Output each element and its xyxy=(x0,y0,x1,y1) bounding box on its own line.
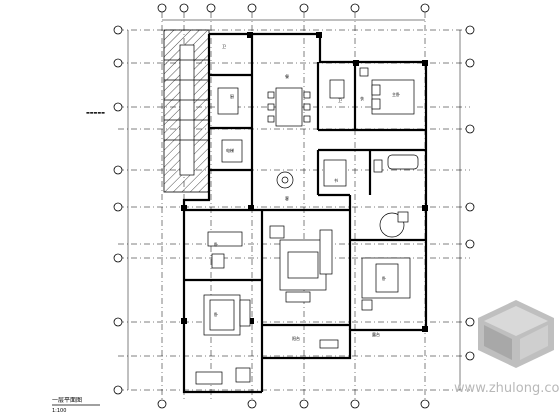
bedroom-bed xyxy=(361,257,411,311)
room-tag: 阳台 xyxy=(292,335,300,341)
room-tag: 衣 xyxy=(360,95,364,101)
room-tag: 书 xyxy=(334,177,338,183)
small-bedroom-bed xyxy=(203,294,251,336)
stair-core xyxy=(163,29,210,193)
room-tag: 电梯 xyxy=(226,147,234,153)
desk-unit xyxy=(207,231,243,269)
axis-bubbles-left xyxy=(113,25,123,395)
room-tag: 卧 xyxy=(382,275,386,281)
dining-table xyxy=(267,87,311,127)
living-sofa-set xyxy=(269,225,333,303)
kitchen-fixtures xyxy=(217,79,347,187)
room-tag: 厨 xyxy=(230,93,234,99)
room-tags: 卫 厨 餐 主卧 衣 卫 电梯 书 客 阳台 卧 卧 卧 露台 xyxy=(214,44,400,341)
round-table xyxy=(379,211,409,238)
room-tag: 餐 xyxy=(285,73,289,79)
drawing-scale: 1:100 xyxy=(52,408,66,414)
master-bed xyxy=(359,67,415,115)
exterior-walls xyxy=(181,32,428,394)
drawing-title: 一层平面图 xyxy=(52,397,82,404)
dimension-lines xyxy=(127,19,461,390)
room-tag: 卫 xyxy=(338,98,342,103)
interior-walls xyxy=(184,34,426,358)
watermark-text: www.zhulong.com xyxy=(454,381,560,396)
room-tag: 露台 xyxy=(372,331,380,337)
room-tag: 客 xyxy=(285,195,289,201)
side-note: ▬▬▬▬▬ xyxy=(86,110,105,115)
round-rug xyxy=(276,171,294,189)
axis-bubbles-right xyxy=(465,25,475,361)
balcony-furniture xyxy=(195,339,339,385)
room-tag: 主卧 xyxy=(392,91,400,97)
axis-bubbles-top xyxy=(157,3,430,409)
bathtub xyxy=(373,154,419,173)
room-tag: 卧 xyxy=(214,241,218,247)
watermark: www.zhulong.com xyxy=(454,300,560,396)
drawing-title-block: 一层平面图 1:100 xyxy=(52,397,100,414)
room-tag: 卫 xyxy=(222,44,226,49)
room-tag: 卧 xyxy=(214,311,218,317)
